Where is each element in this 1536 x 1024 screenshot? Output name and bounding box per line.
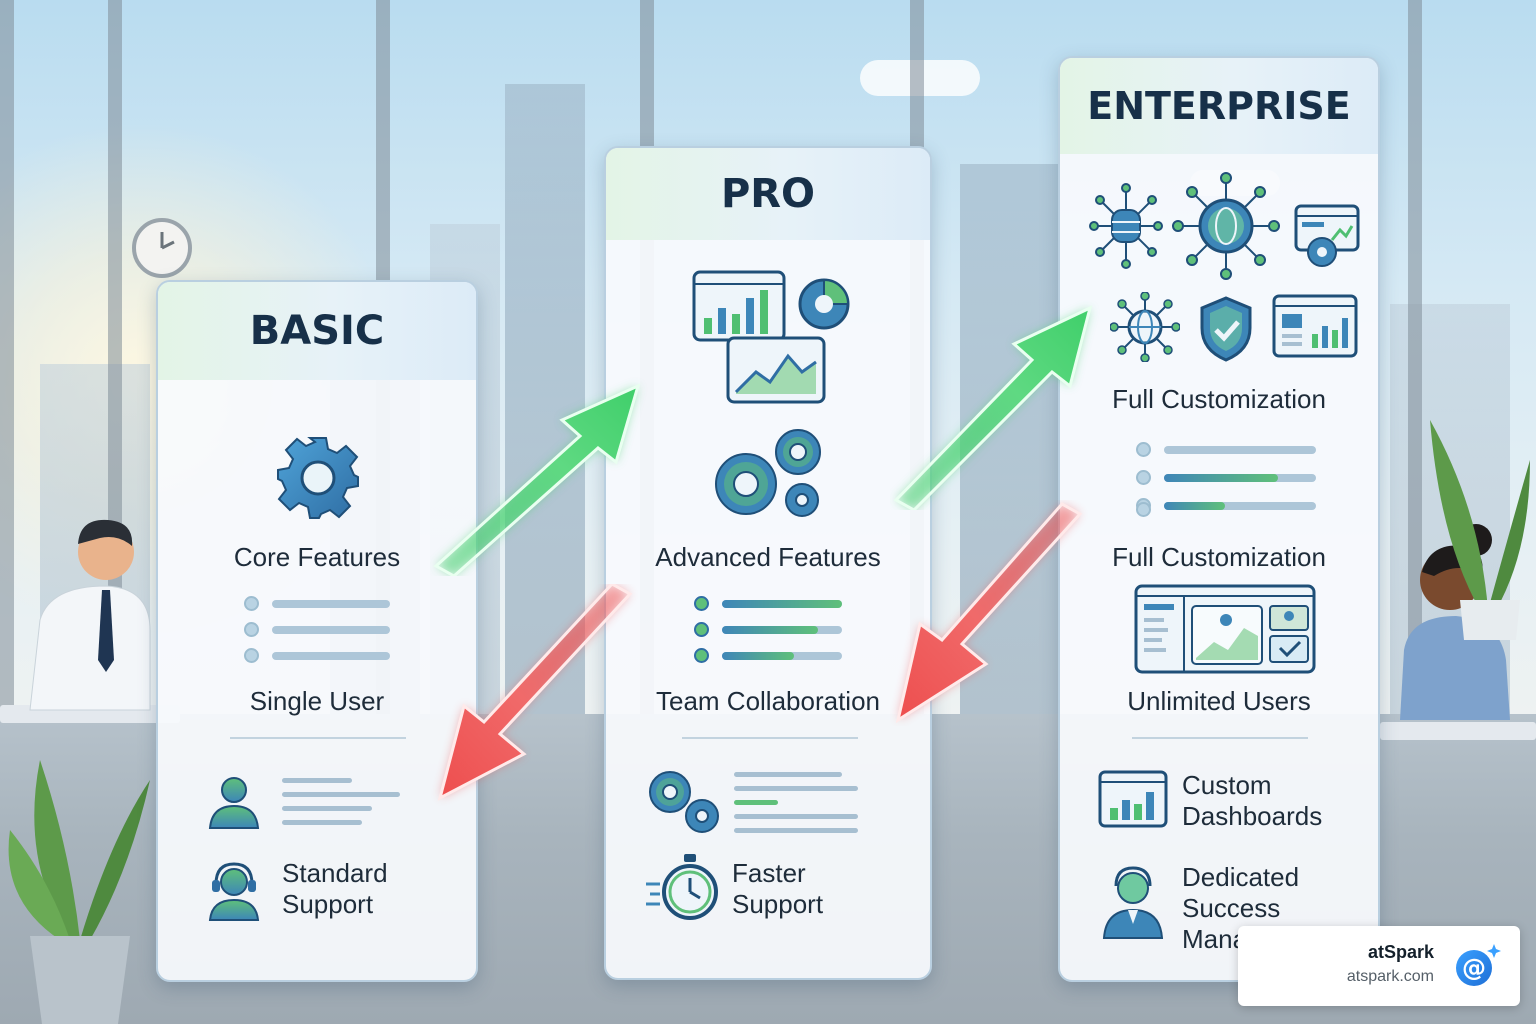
extra-feature-label-line: Custom xyxy=(1182,770,1272,800)
analytics-window-icon xyxy=(1134,584,1316,674)
extra-feature-label-line: Dashboards xyxy=(1182,801,1323,831)
progress-fill xyxy=(722,600,842,608)
divider xyxy=(230,737,406,739)
plant-left xyxy=(8,760,150,1024)
feature-label-customization: Full Customization xyxy=(1112,384,1326,414)
plant-right xyxy=(1430,420,1530,640)
plan-title: BASIC xyxy=(158,282,476,380)
feature-label-advanced: Advanced Features xyxy=(655,542,881,572)
window-frame xyxy=(1408,0,1422,724)
database-network-icon xyxy=(1089,183,1163,269)
support-label-line: Standard xyxy=(282,858,388,888)
desk xyxy=(1380,722,1536,740)
progress-fill xyxy=(722,626,818,634)
list-item xyxy=(244,648,394,663)
list-item xyxy=(244,596,394,611)
brand-url[interactable]: atspark.com xyxy=(1346,968,1434,985)
progress-fill xyxy=(1164,474,1278,482)
support-label-line: Faster xyxy=(732,858,806,888)
report-icon xyxy=(1272,294,1358,358)
divider xyxy=(682,737,858,739)
window-frame xyxy=(0,0,14,724)
skyscraper xyxy=(505,84,585,724)
feature-label-users: Unlimited Users xyxy=(1127,686,1311,716)
divider xyxy=(1132,737,1308,739)
extra-feature-label-line: Success xyxy=(1182,893,1281,923)
globe-icon xyxy=(1110,292,1180,362)
list-item xyxy=(1136,470,1316,485)
logo-glyph: @ xyxy=(1462,954,1486,982)
list-item xyxy=(1136,502,1316,517)
stopwatch-icon xyxy=(646,854,718,920)
dashboard-chart-icon xyxy=(692,270,850,404)
list-item xyxy=(694,622,844,637)
downgrade-arrow-pro-to-basic xyxy=(437,584,633,801)
gears-icon xyxy=(715,429,821,517)
gear-icon xyxy=(277,437,359,519)
plan-title: ENTERPRISE xyxy=(1060,58,1378,154)
office-worker-left xyxy=(29,519,151,711)
gears-small-icon xyxy=(649,771,719,833)
globe-network-icon xyxy=(1172,172,1280,280)
list-item xyxy=(1136,442,1316,457)
plan-title: PRO xyxy=(606,148,930,240)
headset-icon xyxy=(208,862,260,921)
extra-feature-label: Dedicated Success Mana xyxy=(1182,862,1299,955)
dashboard-icon xyxy=(1098,770,1168,828)
extra-feature-label-line: Dedicated xyxy=(1182,862,1300,892)
browser-settings-icon xyxy=(1294,204,1360,267)
brand-name: atSpark xyxy=(1367,942,1434,962)
list-item xyxy=(694,596,844,611)
shield-check-icon xyxy=(1200,296,1252,362)
support-label-line: Support xyxy=(282,889,374,919)
feature-label-core: Core Features xyxy=(233,542,401,572)
feature-label-collaboration: Team Collaboration xyxy=(655,686,880,716)
upgrade-arrow-basic-to-pro xyxy=(433,383,641,576)
upgrade-arrow-pro-to-enterprise xyxy=(893,305,1093,510)
account-manager-icon xyxy=(1102,866,1164,939)
downgrade-arrow-enterprise-to-pro xyxy=(895,502,1083,724)
list-item xyxy=(694,648,844,663)
plan-card-basic[interactable]: BASIC Core Features Single User xyxy=(156,280,478,982)
atspark-logo-icon: @ xyxy=(1456,944,1501,986)
extra-feature-label: Custom Dashboards xyxy=(1182,770,1322,832)
feature-label-customization-2: Full Customization xyxy=(1112,542,1326,572)
progress-fill xyxy=(1164,502,1225,510)
support-label: Faster Support xyxy=(732,858,823,920)
user-icon xyxy=(208,777,260,829)
support-label-line: Support xyxy=(732,889,824,919)
list-item xyxy=(244,622,394,637)
extra-feature-label-line: Mana xyxy=(1182,924,1248,954)
wall-clock-icon xyxy=(132,218,192,278)
feature-label-users: Single User xyxy=(249,686,385,716)
progress-fill xyxy=(722,652,794,660)
brand-badge[interactable]: atSpark atspark.com @ xyxy=(1238,926,1520,1006)
support-label: Standard Support xyxy=(282,858,388,920)
plan-card-enterprise[interactable]: ENTERPRISE xyxy=(1058,56,1380,982)
plan-card-pro[interactable]: PRO Advanced Features Team Collaboration xyxy=(604,146,932,980)
